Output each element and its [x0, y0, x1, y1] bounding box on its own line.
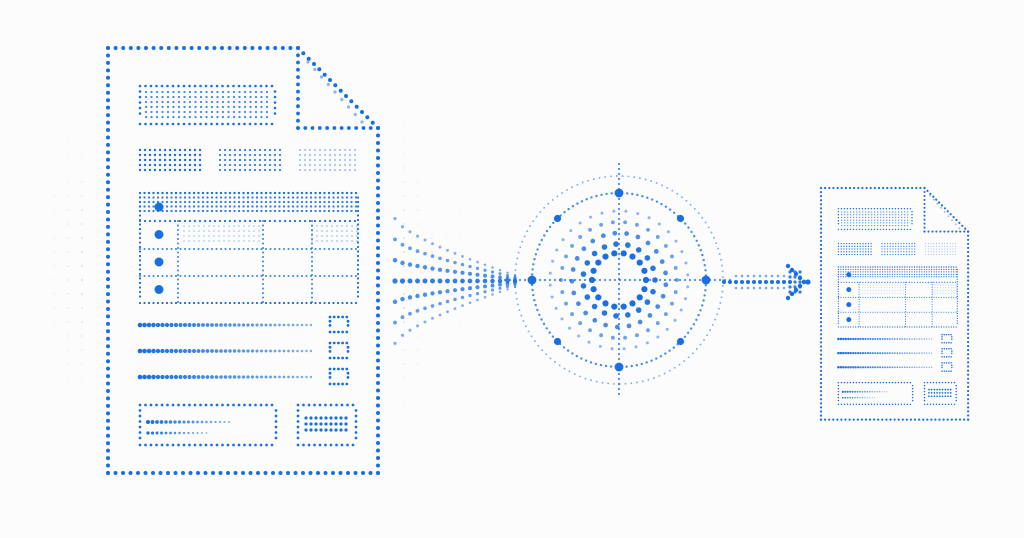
output-document-icon [819, 186, 970, 421]
bullet-dot [846, 287, 852, 293]
bullet-dot [154, 257, 164, 267]
bullet-dot [846, 272, 852, 278]
source-document-icon [106, 46, 380, 475]
halo-dots-left [39, 125, 461, 407]
bullet-dot [154, 285, 164, 294]
arrow-right-icon [722, 263, 811, 301]
bullet-dot [846, 302, 852, 308]
bullet-dot [154, 230, 164, 239]
bullet-dot [154, 202, 164, 212]
processor-target-icon [503, 162, 732, 396]
flow-arrow-in-icon [392, 217, 518, 345]
bullet-dot [846, 317, 852, 323]
